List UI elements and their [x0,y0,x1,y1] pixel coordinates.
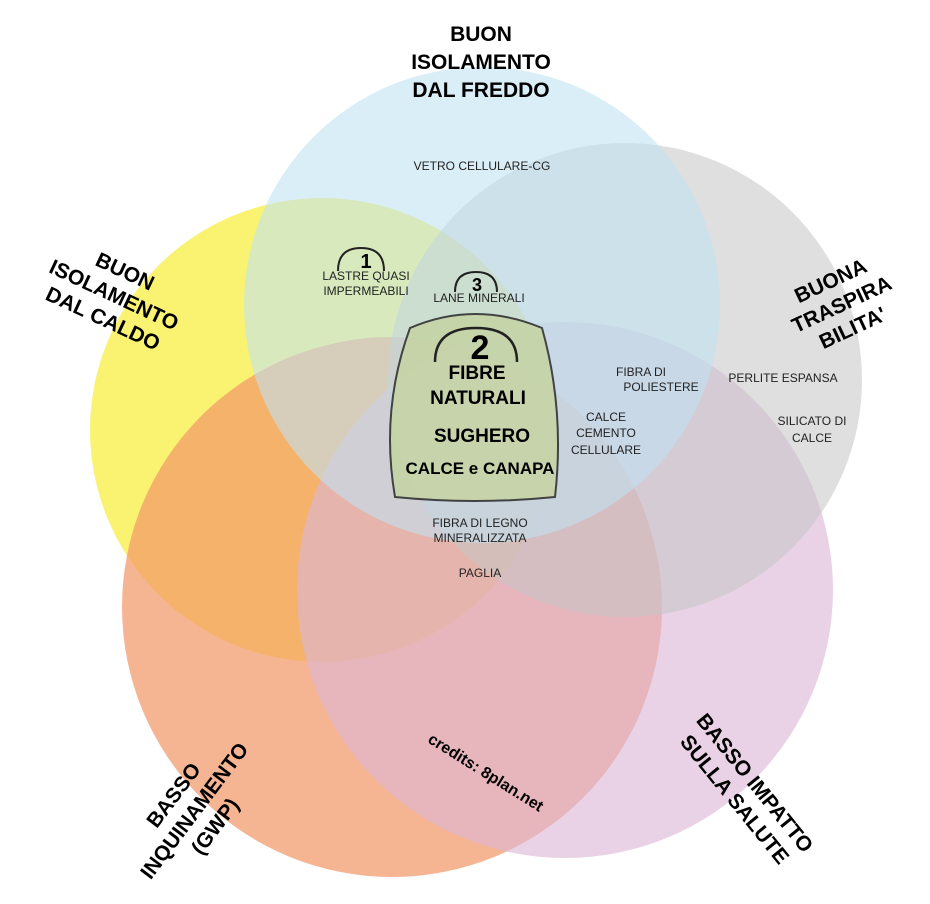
label-calce-cemento-line2: CEMENTO [576,426,636,440]
circle-freddo [244,67,720,543]
label-vetro-cellulare: VETRO CELLULARE-CG [414,159,551,173]
badge-3-arc [454,270,498,293]
label-calce-cemento-line3: CELLULARE [571,443,641,457]
core-line-naturali: NATURALI [430,388,526,409]
badge-1-number: 1 [360,251,371,273]
label-lane-minerali: LANE MINERALI [433,291,524,305]
label-perlite: PERLITE ESPANSA [728,371,837,385]
core-line-fibre: FIBRE [449,363,506,384]
label-calce-cemento-line1: CALCE [586,410,626,424]
title-freddo-line2: ISOLAMENTO [411,51,551,74]
core-line-sughero: SUGHERO [434,426,530,447]
badge-1-arc [337,246,385,272]
badge-3-number: 3 [472,275,482,295]
label-fibra-legno-line2: MINERALIZZATA [434,531,527,545]
label-silicato-line1: SILICATO DI [778,414,847,428]
label-silicato-line2: CALCE [792,431,832,445]
label-lastre-line2: IMPERMEABILI [323,284,408,298]
core-line-calce-canapa: CALCE e CANAPA [406,459,555,478]
label-fibra-legno-line1: FIBRA DI LEGNO [432,516,527,530]
title-freddo-line1: BUON [450,23,512,46]
badge-2-arc [433,326,519,363]
label-fibra-poliestere-line2: POLIESTERE [623,380,698,394]
title-freddo: BUON ISOLAMENTO DAL FREDDO [411,23,551,102]
title-freddo-line3: DAL FREDDO [412,79,549,102]
label-paglia: PAGLIA [459,566,501,580]
badge-2-number: 2 [471,329,490,367]
label-lastre-line1: LASTRE QUASI [322,269,409,283]
label-fibra-poliestere-line1: FIBRA DI [616,365,666,379]
